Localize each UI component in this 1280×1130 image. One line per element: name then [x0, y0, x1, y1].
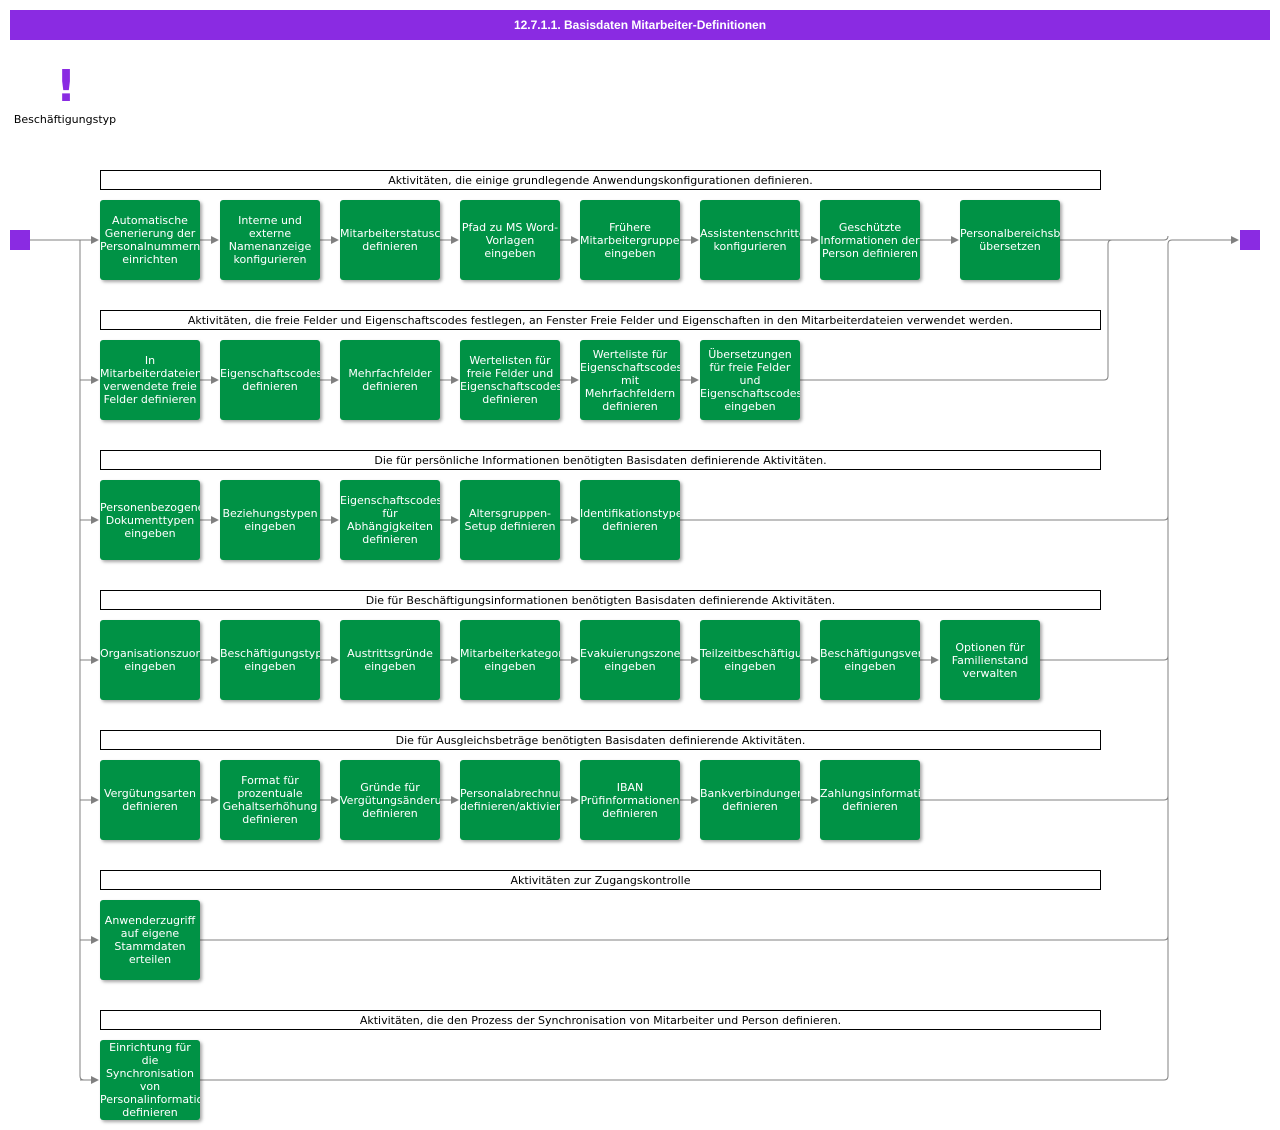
group-header: Aktivitäten, die einige grundlegende Anw…: [100, 170, 1101, 190]
activity-box[interactable]: Format für prozentuale Gehaltserhöhung d…: [220, 760, 320, 840]
activity-label: Format für prozentuale Gehaltserhöhung d…: [222, 774, 318, 826]
connector-line: [1040, 655, 1169, 661]
activity-box[interactable]: Assistentenschritte konfigurieren: [700, 200, 800, 280]
activity-label: Anwenderzugriff auf eigene Stammdaten er…: [104, 914, 196, 966]
activity-box[interactable]: Anwenderzugriff auf eigene Stammdaten er…: [100, 900, 200, 980]
activity-label: Beschäftigungstypen eingeben: [220, 647, 320, 673]
start-node: [10, 230, 30, 250]
legend-label: Beschäftigungstyp: [13, 113, 117, 126]
activity-label: Personenbezogene Dokumenttypen eingeben: [100, 500, 200, 540]
activity-label: Altersgruppen-Setup definieren: [464, 507, 556, 533]
activity-box[interactable]: Eigenschaftscodes für Abhängigkeiten def…: [340, 480, 440, 560]
activity-label: Personalabrechnungsanbieter definieren/a…: [460, 787, 560, 813]
activity-box[interactable]: Personenbezogene Dokumenttypen eingeben: [100, 480, 200, 560]
activity-box[interactable]: Automatische Generierung der Personalnum…: [100, 200, 200, 280]
activity-label: Werteliste für Eigenschaftscodes mit Meh…: [580, 347, 680, 413]
activity-label: Gründe für Vergütungsänderungen definier…: [340, 780, 440, 820]
connector-line: [200, 1075, 1169, 1081]
group-header: Aktivitäten, die freie Felder und Eigens…: [100, 310, 1101, 330]
activity-box[interactable]: Gründe für Vergütungsänderungen definier…: [340, 760, 440, 840]
activity-box[interactable]: In Mitarbeiterdateien verwendete freie F…: [100, 340, 200, 420]
activity-label: Mehrfachfelder definieren: [348, 367, 432, 393]
activity-label: Interne und externe Namenanzeige konfigu…: [228, 214, 312, 266]
activity-label: Teilzeitbeschäftigungen eingeben: [700, 647, 800, 673]
activity-box[interactable]: Eigenschaftscodes definieren: [220, 340, 320, 420]
connector-line: [200, 935, 1169, 941]
group-header: Die für persönliche Informationen benöti…: [100, 450, 1101, 470]
activity-box[interactable]: Mitarbeiterstatuscodes definieren: [340, 200, 440, 280]
activity-box[interactable]: Werteliste für Eigenschaftscodes mit Meh…: [580, 340, 680, 420]
activity-box[interactable]: Vergütungsarten definieren: [100, 760, 200, 840]
activity-box[interactable]: Austrittsgründe eingeben: [340, 620, 440, 700]
activity-label: Wertelisten für freie Felder und Eigensc…: [460, 354, 560, 406]
activity-box[interactable]: Pfad zu MS Word-Vorlagen eingeben: [460, 200, 560, 280]
activity-box[interactable]: Einrichtung für die Synchronisation von …: [100, 1040, 200, 1120]
connector-line: [680, 515, 1169, 521]
activity-box[interactable]: Optionen für Familienstand verwalten: [940, 620, 1040, 700]
group-header: Aktivitäten, die den Prozess der Synchro…: [100, 1010, 1101, 1030]
connector-line: [1060, 235, 1169, 241]
diagram-title: 12.7.1.1. Basisdaten Mitarbeiter-Definit…: [10, 10, 1270, 40]
activity-label: IBAN Prüfinformationen definieren: [580, 780, 680, 820]
activity-label: Bankverbindungen definieren: [700, 787, 800, 813]
group-header: Die für Ausgleichsbeträge benötigten Bas…: [100, 730, 1101, 750]
activity-box[interactable]: Altersgruppen-Setup definieren: [460, 480, 560, 560]
activity-label: In Mitarbeiterdateien verwendete freie F…: [100, 354, 200, 406]
activity-box[interactable]: Mehrfachfelder definieren: [340, 340, 440, 420]
group-header: Die für Beschäftigungsinformationen benö…: [100, 590, 1101, 610]
activity-label: Mitarbeiterkategorien eingeben: [460, 647, 560, 673]
activity-box[interactable]: Mitarbeiterkategorien eingeben: [460, 620, 560, 700]
connector-line: [1167, 239, 1173, 1076]
activity-label: Zahlungsinformationsvorlagen definieren: [820, 787, 920, 813]
connector-line: [920, 795, 1169, 801]
activity-label: Geschützte Informationen der Person defi…: [820, 220, 920, 260]
activity-label: Automatische Generierung der Personalnum…: [100, 214, 200, 266]
activity-box[interactable]: Übersetzungen für freie Felder und Eigen…: [700, 340, 800, 420]
activity-box[interactable]: Wertelisten für freie Felder und Eigensc…: [460, 340, 560, 420]
activity-box[interactable]: Beziehungstypen eingeben: [220, 480, 320, 560]
activity-box[interactable]: Interne und externe Namenanzeige konfigu…: [220, 200, 320, 280]
activity-label: Beziehungstypen eingeben: [222, 507, 318, 533]
activity-label: Übersetzungen für freie Felder und Eigen…: [700, 347, 800, 413]
group-header: Aktivitäten zur Zugangskontrolle: [100, 870, 1101, 890]
activity-label: Einrichtung für die Synchronisation von …: [100, 1041, 200, 1119]
activity-label: Vergütungsarten definieren: [103, 787, 196, 813]
activity-label: Personalbereichsbasisdaten übersetzen: [960, 227, 1060, 253]
activity-box[interactable]: Frühere Mitarbeitergruppen eingeben: [580, 200, 680, 280]
activity-label: Pfad zu MS Word-Vorlagen eingeben: [461, 220, 559, 260]
activity-label: Assistentenschritte konfigurieren: [700, 227, 800, 253]
activity-label: Eigenschaftscodes für Abhängigkeiten def…: [340, 494, 440, 546]
activity-label: Mitarbeiterstatuscodes definieren: [340, 227, 440, 253]
activity-box[interactable]: IBAN Prüfinformationen definieren: [580, 760, 680, 840]
activity-box[interactable]: Teilzeitbeschäftigungen eingeben: [700, 620, 800, 700]
activity-box[interactable]: Bankverbindungen definieren: [700, 760, 800, 840]
activity-box[interactable]: Personalabrechnungsanbieter definieren/a…: [460, 760, 560, 840]
activity-label: Organisationszuordnungstypen eingeben: [100, 647, 200, 673]
activity-box[interactable]: Identifikationstypen definieren: [580, 480, 680, 560]
activity-label: Optionen für Familienstand verwalten: [951, 640, 1029, 680]
activity-box[interactable]: Beschäftigungsvereinbarungen eingeben: [820, 620, 920, 700]
activity-box[interactable]: Beschäftigungstypen eingeben: [220, 620, 320, 700]
activity-label: Eigenschaftscodes definieren: [220, 367, 320, 393]
activity-label: Evakuierungszonen eingeben: [580, 647, 680, 673]
connector-line: [800, 239, 1113, 381]
activity-label: Austrittsgründe eingeben: [347, 647, 433, 673]
activity-box[interactable]: Zahlungsinformationsvorlagen definieren: [820, 760, 920, 840]
activity-box[interactable]: Personalbereichsbasisdaten übersetzen: [960, 200, 1060, 280]
activity-label: Identifikationstypen definieren: [580, 507, 680, 533]
activity-box[interactable]: Evakuierungszonen eingeben: [580, 620, 680, 700]
activity-box[interactable]: Geschützte Informationen der Person defi…: [820, 200, 920, 280]
activity-label: Beschäftigungsvereinbarungen eingeben: [820, 647, 920, 673]
end-node: [1240, 230, 1260, 250]
activity-box[interactable]: Organisationszuordnungstypen eingeben: [100, 620, 200, 700]
exclamation-icon: !: [56, 61, 77, 112]
activity-label: Frühere Mitarbeitergruppen eingeben: [580, 220, 680, 260]
